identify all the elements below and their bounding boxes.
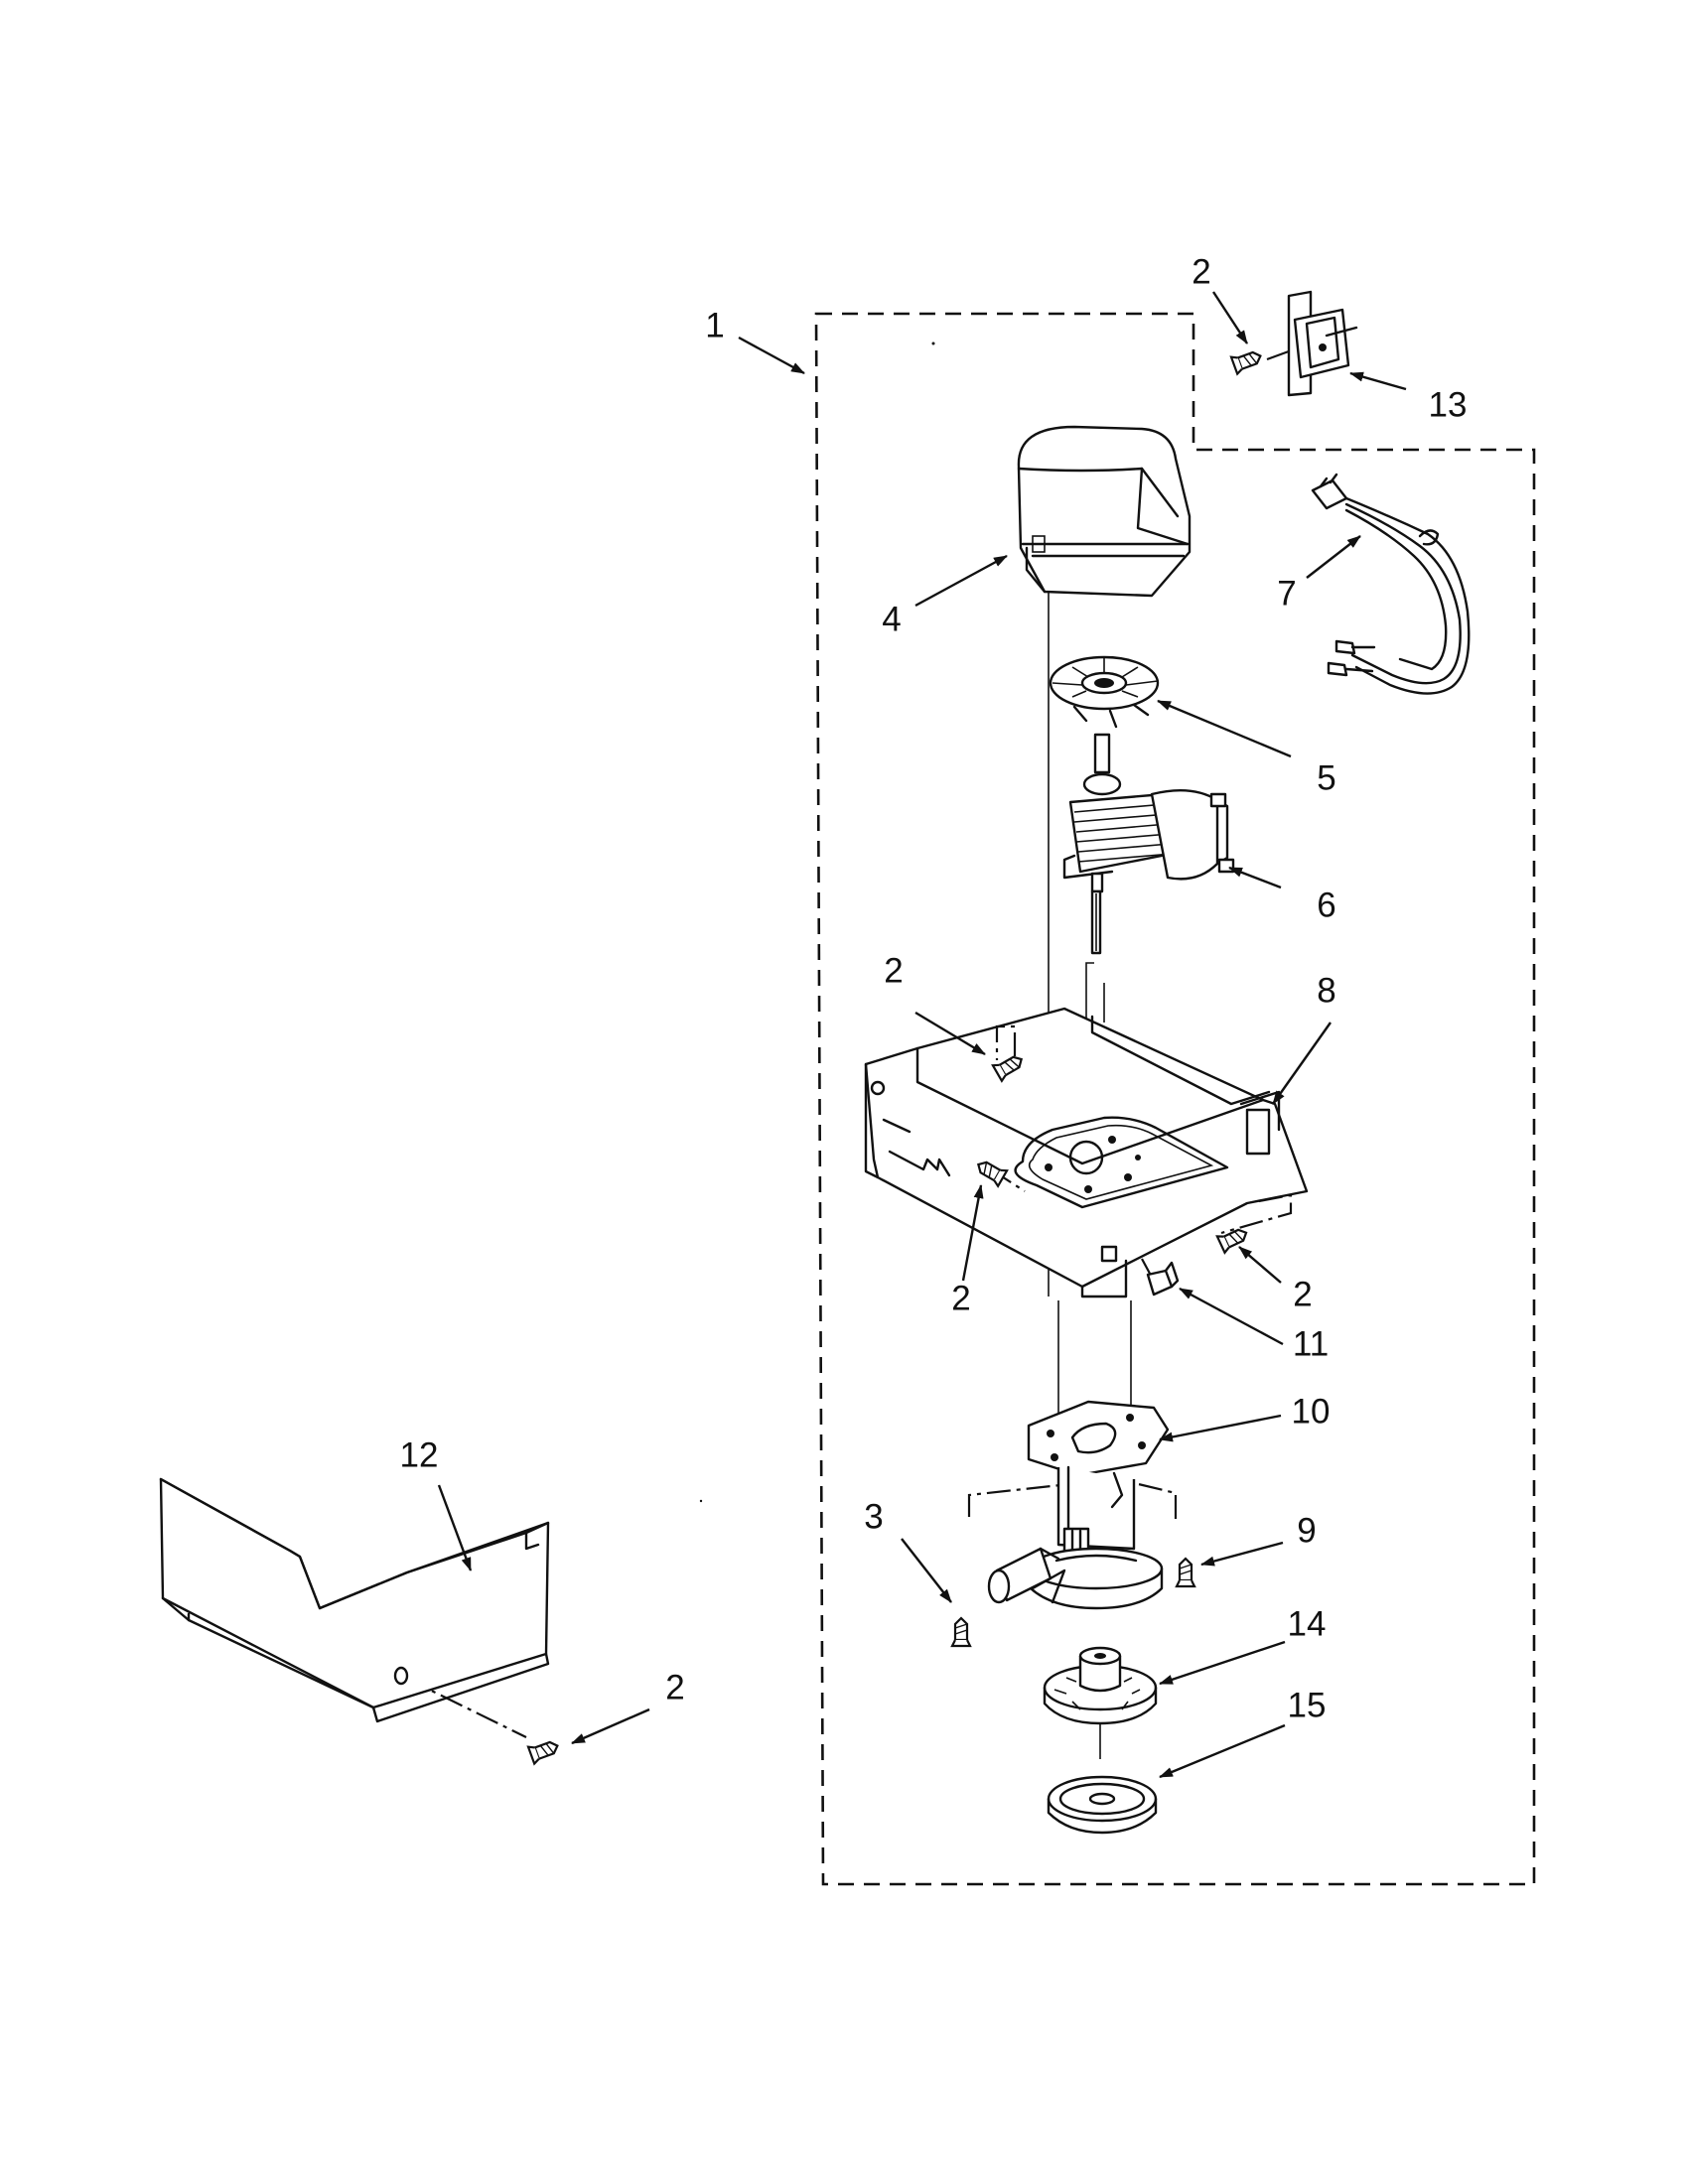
callout-12: 12 — [400, 1435, 439, 1474]
callout-14: 14 — [1288, 1604, 1327, 1643]
callout-labels: 1 2 13 4 7 5 6 2 8 2 2 11 10 3 9 12 14 1… — [400, 252, 1468, 1724]
arrow-icon — [914, 1011, 986, 1056]
screw-icon[interactable] — [1175, 1557, 1196, 1588]
callout-9: 9 — [1297, 1511, 1316, 1550]
callout-13: 13 — [1429, 385, 1468, 424]
callout-2-left: 2 — [884, 951, 903, 990]
callout-15: 15 — [1288, 1686, 1327, 1724]
arrow-icon — [914, 554, 1008, 608]
callout-5: 5 — [1317, 758, 1335, 797]
arrow-icon — [1159, 1640, 1286, 1686]
arrow-icon — [1211, 291, 1249, 344]
arrow-icon — [1179, 1287, 1284, 1346]
screw-icon[interactable] — [1229, 346, 1265, 375]
part-9-pump-housing[interactable] — [987, 1465, 1164, 1610]
arrow-icon — [1272, 1022, 1332, 1105]
arrow-icon — [1228, 866, 1282, 889]
part-11-clip[interactable] — [1146, 1261, 1180, 1297]
part-6-fan-motor[interactable] — [1062, 733, 1235, 955]
callout-3: 3 — [864, 1497, 883, 1536]
arrow-icon — [437, 1484, 473, 1571]
callout-7: 7 — [1277, 574, 1296, 613]
callout-2-bottom: 2 — [665, 1668, 684, 1706]
callout-1: 1 — [705, 306, 724, 344]
callout-2-right: 2 — [1293, 1275, 1312, 1313]
assembly-boundary — [814, 312, 1536, 1886]
arrow-icon — [1306, 535, 1361, 579]
arrow-icon — [1159, 1414, 1282, 1442]
arrow-icon — [961, 1184, 984, 1282]
part-5-fan-blade[interactable] — [1049, 655, 1160, 729]
speck — [699, 1499, 703, 1503]
part-10-mounting-plate[interactable] — [1027, 1400, 1170, 1477]
callout-10: 10 — [1292, 1392, 1331, 1431]
arrow-icon — [1159, 1723, 1286, 1779]
arrow-icon — [1157, 699, 1292, 758]
screw-icon[interactable] — [950, 1616, 972, 1648]
callout-8: 8 — [1317, 971, 1335, 1010]
part-8-motor-bracket[interactable] — [864, 1007, 1309, 1298]
screw-icon[interactable] — [526, 1736, 562, 1765]
callout-2-top: 2 — [1192, 252, 1210, 291]
part-7-wire-harness[interactable] — [1311, 473, 1471, 695]
arrow-icon — [1200, 1541, 1284, 1567]
part-14-impeller[interactable] — [1043, 1646, 1158, 1759]
arrow-icon — [738, 336, 805, 375]
arrow-icon — [1238, 1246, 1282, 1284]
part-15-seal-ring[interactable] — [1047, 1775, 1158, 1835]
callout-6: 6 — [1317, 886, 1335, 924]
callout-4: 4 — [882, 600, 901, 638]
callout-arrows — [437, 291, 1407, 1779]
arrow-icon — [571, 1707, 650, 1745]
part-13-terminal-bracket[interactable] — [1287, 290, 1358, 397]
part-4-motor-cover[interactable] — [1017, 425, 1192, 598]
speck — [931, 341, 935, 345]
arrow-icon — [1349, 371, 1407, 391]
part-12-cover-panel[interactable] — [159, 1477, 550, 1723]
callout-11: 11 — [1293, 1324, 1329, 1363]
callout-2-mid: 2 — [951, 1279, 970, 1317]
arrow-icon — [901, 1538, 952, 1603]
